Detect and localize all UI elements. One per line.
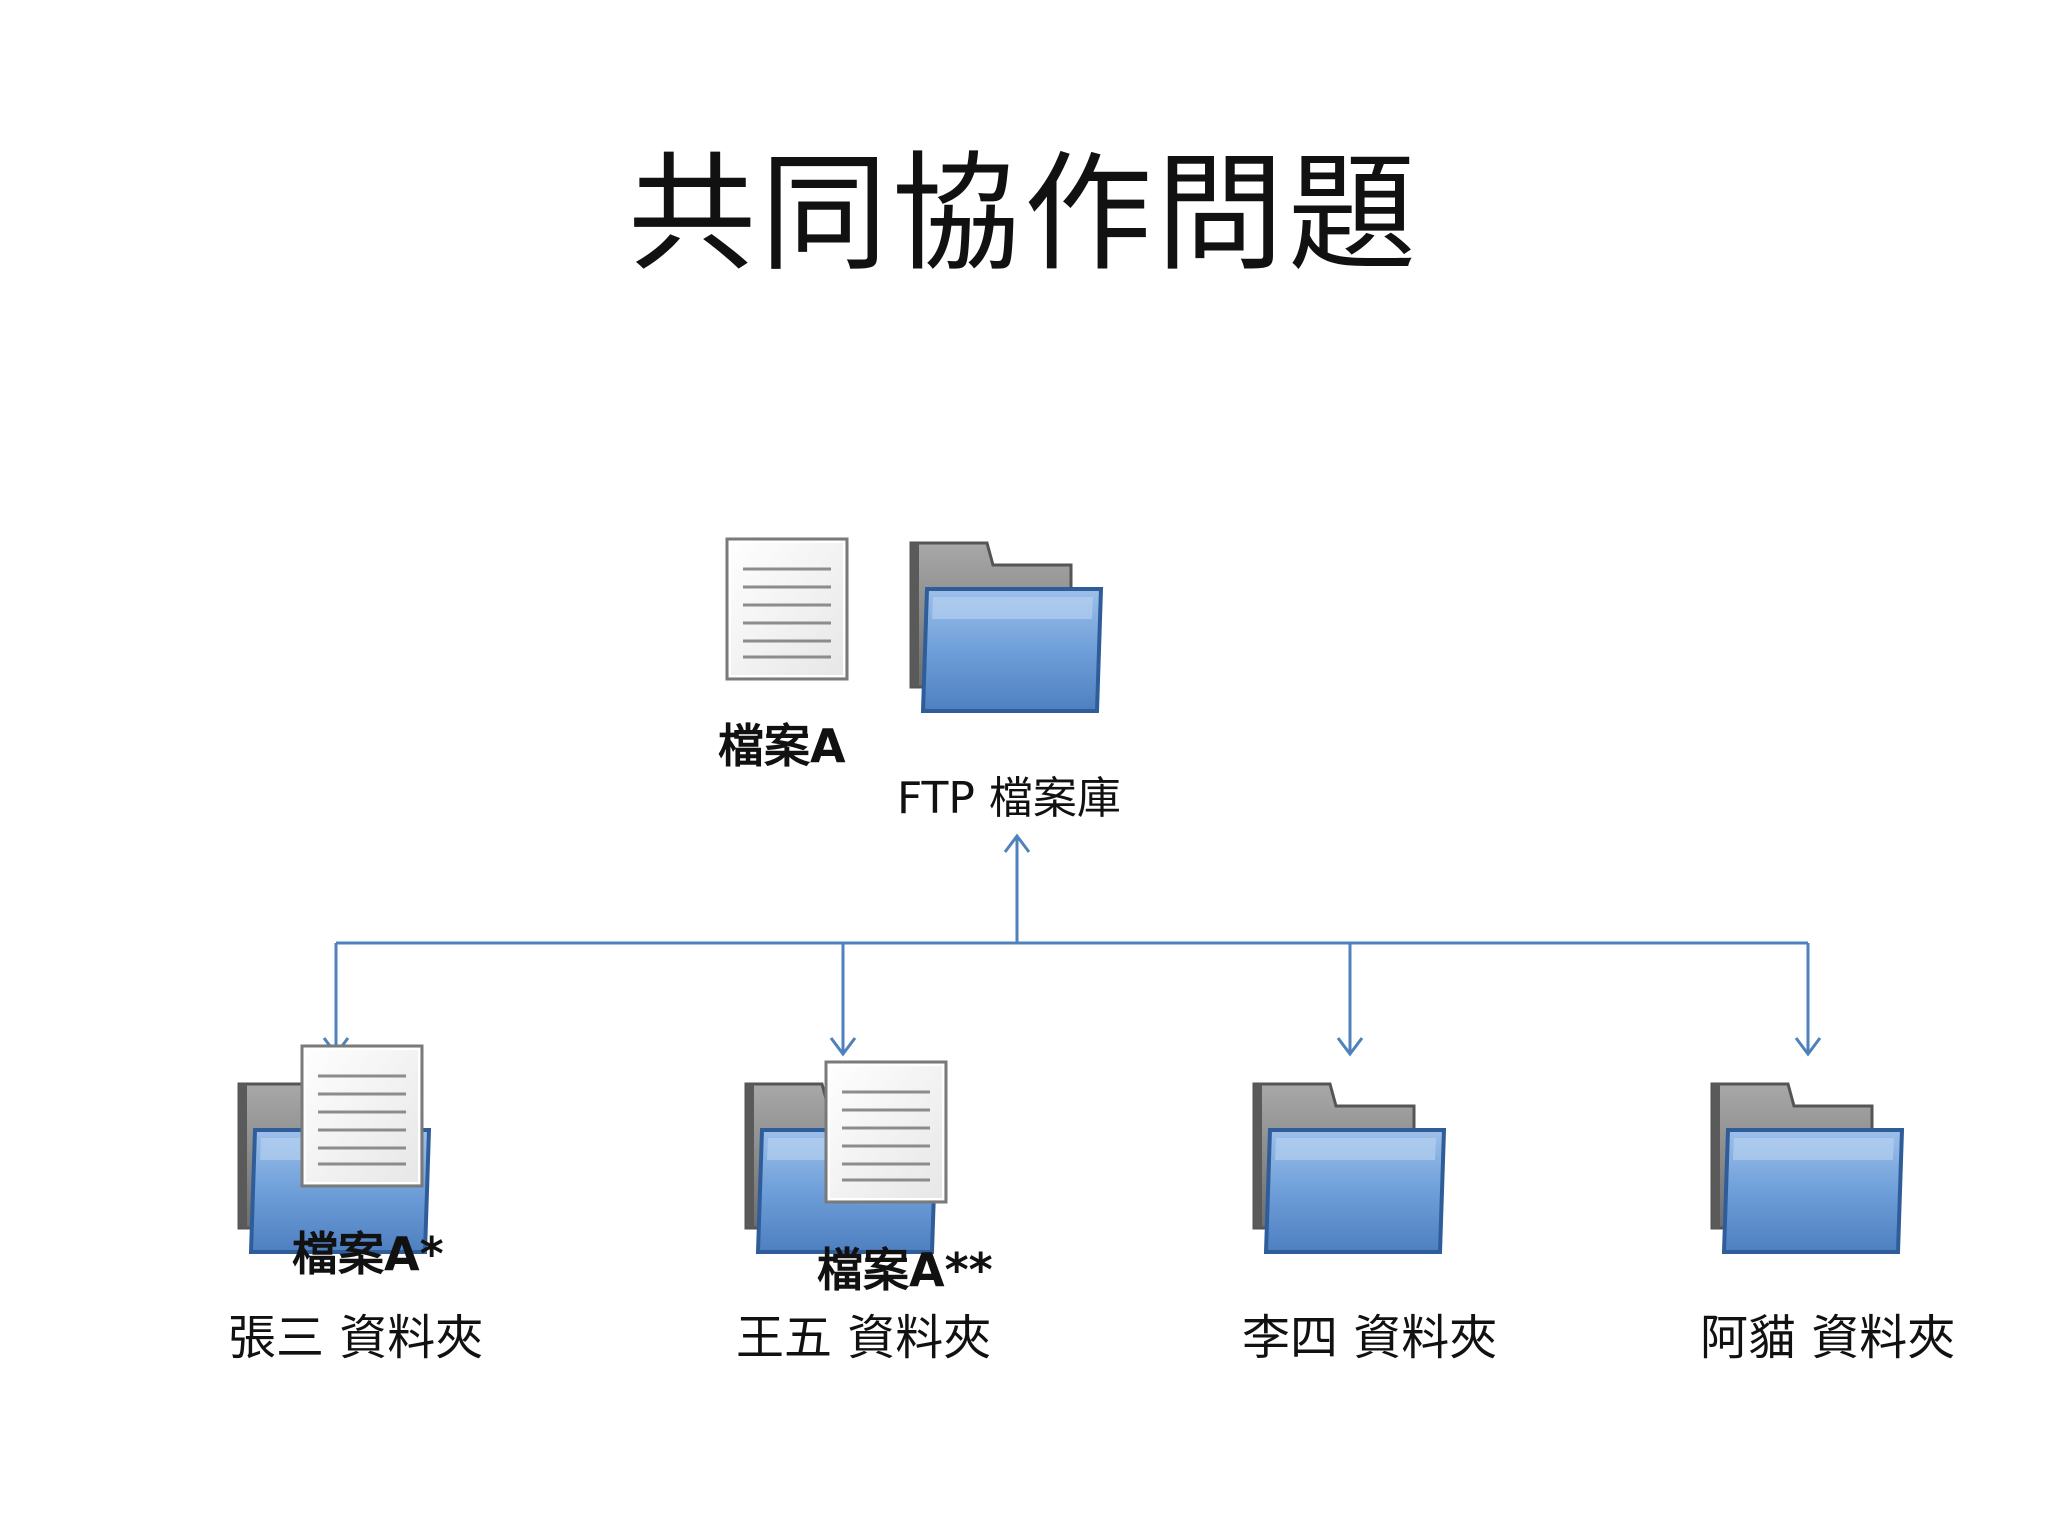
arrow-to-folder-4	[1794, 1037, 1822, 1057]
arrow-to-repository	[1003, 833, 1031, 853]
page-title: 共同協作問題	[627, 140, 1420, 289]
file-label: 檔案A	[718, 719, 846, 773]
folder-3-icon	[1252, 1082, 1446, 1254]
folder-1-document-icon	[300, 1044, 424, 1188]
folder-4-icon	[1710, 1082, 1904, 1254]
arrow-to-folder-3	[1336, 1037, 1364, 1057]
folder-2-label: 王五 資料夾	[736, 1310, 992, 1366]
file-document-icon	[725, 537, 849, 681]
connectors	[322, 833, 1822, 1057]
repository-label: FTP 檔案庫	[897, 773, 1121, 824]
folder-2-file-label: 檔案A**	[817, 1243, 993, 1297]
folder-4-label: 阿貓 資料夾	[1700, 1310, 1956, 1366]
folder-1-file-label: 檔案A*	[292, 1227, 444, 1281]
folder-1-label: 張三 資料夾	[228, 1310, 484, 1366]
folder-2-document-icon	[824, 1060, 948, 1204]
arrow-to-folder-2	[829, 1037, 857, 1057]
repository-folder-icon	[909, 541, 1103, 713]
folder-3-label: 李四 資料夾	[1242, 1310, 1498, 1366]
